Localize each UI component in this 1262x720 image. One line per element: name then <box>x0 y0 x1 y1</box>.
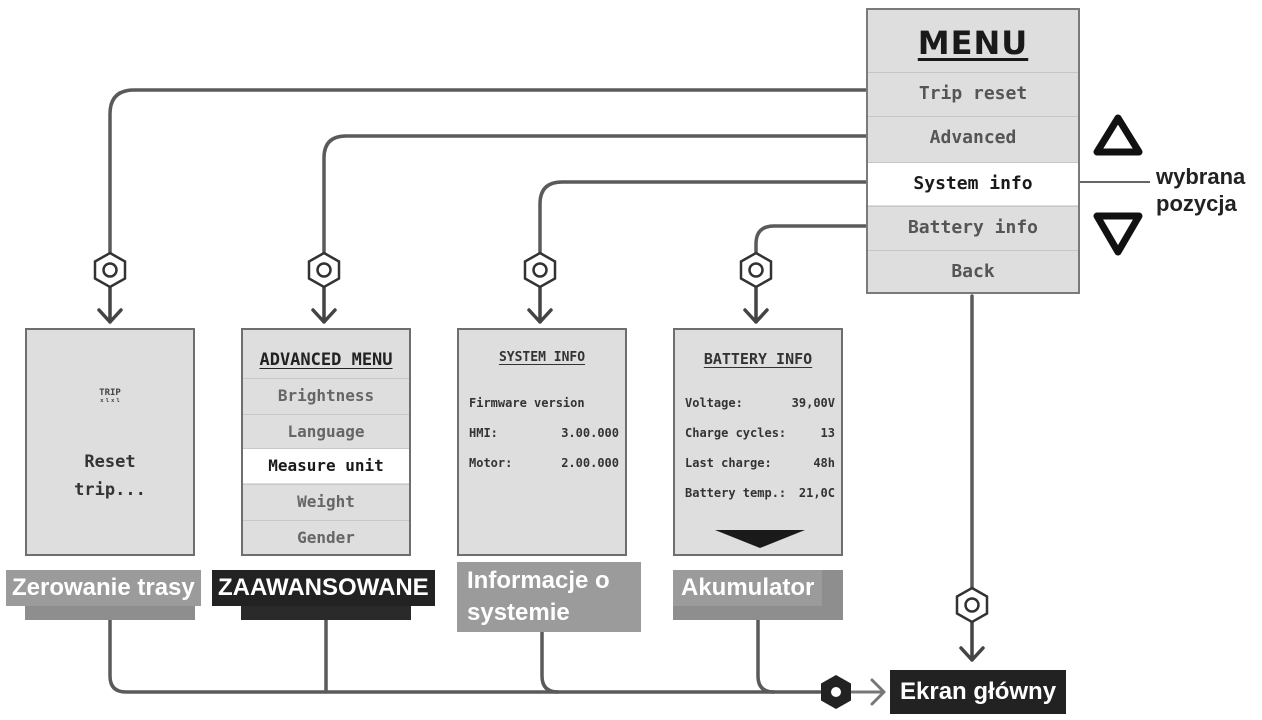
charge-cycles-row: Charge cycles: 13 <box>685 426 835 440</box>
battery-info-screen: BATTERY INFO Voltage: 39,00V Charge cycl… <box>673 328 843 556</box>
row-value: 48h <box>813 456 835 470</box>
hex-button-icon <box>93 251 127 289</box>
adv-item-measure-unit[interactable]: Measure unit <box>243 448 409 483</box>
row-label: Voltage: <box>685 396 743 410</box>
trip-message-line: trip... <box>74 480 146 500</box>
hex-button-icon <box>307 251 341 289</box>
menu-item-advanced[interactable]: Advanced <box>868 116 1078 159</box>
caption-zaawansowane: ZAAWANSOWANE <box>212 570 435 606</box>
row-label: Motor: <box>469 456 513 470</box>
selected-label-line: pozycja <box>1156 191 1237 216</box>
caption-line: systemie <box>467 599 570 626</box>
caption-ekran-glowny: Ekran główny <box>890 670 1067 714</box>
selected-label-line: wybrana <box>1156 164 1246 189</box>
row-label: Battery temp.: <box>685 486 787 500</box>
motor-row: Motor: 2.00.000 <box>469 456 619 470</box>
menu-item-trip-reset[interactable]: Trip reset <box>868 72 1078 115</box>
trip-icon-text: ˣˡˣˡ <box>99 398 121 408</box>
system-info-title: SYSTEM INFO <box>498 350 586 365</box>
trip-reset-message: Reset trip... <box>27 448 193 504</box>
hex-button-icon <box>739 251 773 289</box>
hex-button-icon <box>955 586 989 624</box>
row-value: 21,0C <box>798 486 835 500</box>
row-value: 39,00V <box>791 396 835 410</box>
scroll-down-icon <box>715 530 805 548</box>
last-charge-row: Last charge: 48h <box>685 456 835 470</box>
arrow-up-icon <box>1093 114 1143 156</box>
adv-item-weight[interactable]: Weight <box>243 484 409 519</box>
advanced-menu-title: ADVANCED MENU <box>259 350 393 370</box>
row-label: HMI: <box>469 426 498 440</box>
system-info-screen: SYSTEM INFO Firmware version HMI: 3.00.0… <box>457 328 627 556</box>
trip-reset-screen: TRIP ˣˡˣˡ Reset trip... <box>25 328 195 556</box>
voltage-row: Voltage: 39,00V <box>685 396 835 410</box>
row-value: 3.00.000 <box>561 426 619 440</box>
selected-position-label: wybrana pozycja <box>1156 163 1245 217</box>
menu-item-back[interactable]: Back <box>868 250 1078 293</box>
arrow-down-icon <box>1093 212 1143 256</box>
hmi-row: HMI: 3.00.000 <box>469 426 619 440</box>
battery-info-title: BATTERY INFO <box>703 350 813 368</box>
row-value: 2.00.000 <box>561 456 619 470</box>
adv-item-language[interactable]: Language <box>243 414 409 449</box>
row-label: Charge cycles: <box>685 426 787 440</box>
row-value: 13 <box>820 426 835 440</box>
main-menu-title: MENU <box>917 24 1029 62</box>
menu-item-system-info[interactable]: System info <box>868 162 1078 205</box>
battery-temp-row: Battery temp.: 21,0C <box>685 486 835 500</box>
trip-icon-text: TRIP <box>99 388 121 398</box>
caption-akumulator: Akumulator <box>673 570 823 606</box>
firmware-label-text: Firmware version <box>469 396 585 410</box>
row-label: Last charge: <box>685 456 772 470</box>
menu-item-battery-info[interactable]: Battery info <box>868 206 1078 249</box>
main-menu-screen: MENU Trip reset Advanced System info Bat… <box>866 8 1080 294</box>
caption-zerowanie-trasy: Zerowanie trasy <box>6 570 201 606</box>
trip-message-line: Reset <box>84 452 136 472</box>
hex-button-icon <box>523 251 557 289</box>
caption-line: Informacje o <box>467 567 610 594</box>
adv-item-brightness[interactable]: Brightness <box>243 378 409 413</box>
adv-item-gender[interactable]: Gender <box>243 520 409 555</box>
advanced-menu-screen: ADVANCED MENU Brightness Language Measur… <box>241 328 411 556</box>
caption-informacje-o-systemie: Informacje o systemie <box>457 562 641 632</box>
firmware-version-label: Firmware version <box>469 396 619 410</box>
trip-icon: TRIP ˣˡˣˡ <box>27 388 193 408</box>
